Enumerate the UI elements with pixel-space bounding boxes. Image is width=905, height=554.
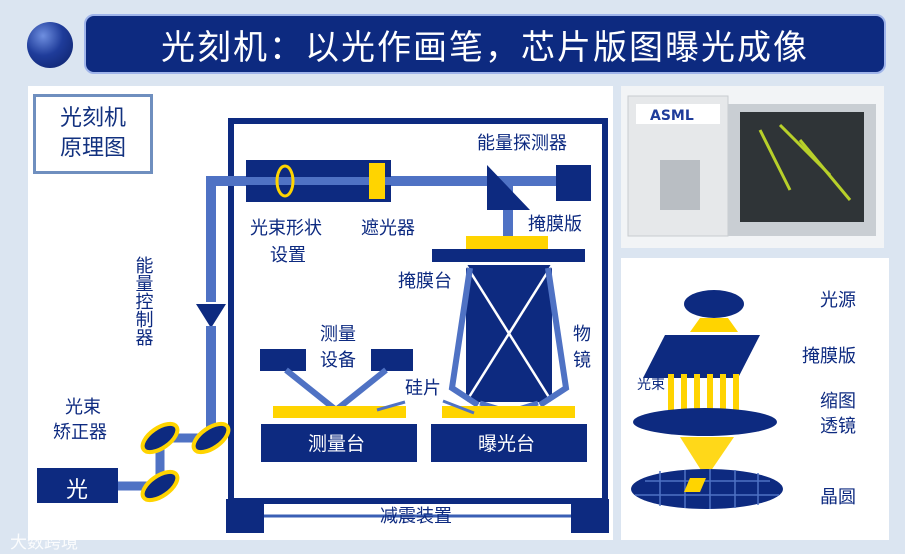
light-source-ellipse	[684, 290, 744, 318]
label-energy-controller: 能量控制器	[133, 256, 154, 346]
mirror-prism	[487, 165, 530, 210]
right-label-beam: 光束	[637, 377, 665, 393]
right-label-mask: 掩膜版	[802, 346, 856, 367]
wafer-exposure	[442, 406, 575, 418]
label-mask: 掩膜版	[528, 214, 582, 235]
lens-ring	[275, 164, 295, 198]
label-exposure-stage: 曝光台	[478, 433, 535, 455]
corrector-mirror-3	[140, 469, 180, 503]
foot-left	[226, 499, 264, 533]
beam-bars	[668, 374, 739, 426]
beam-path	[206, 176, 560, 302]
label-beam-corrector-2: 矫正器	[53, 422, 107, 443]
label-beam-corrector-1: 光束	[65, 397, 101, 418]
measure-sensor-right	[371, 349, 413, 371]
label-vibration-damper: 减震装置	[380, 506, 452, 527]
label-measure-2: 设备	[320, 350, 356, 371]
principle-label-line2: 原理图	[59, 136, 126, 161]
die-highlight	[684, 478, 706, 492]
title-banner: 光刻机：以光作画笔，芯片版图曝光成像	[84, 14, 886, 74]
right-label-light-source: 光源	[820, 290, 856, 311]
right-label-wafer: 晶圆	[820, 487, 856, 508]
label-objective-2: 镜	[573, 350, 591, 371]
reduction-lens	[633, 408, 777, 436]
exposure-stage	[431, 424, 587, 462]
label-shutter: 遮光器	[361, 218, 415, 239]
right-label-lens-1: 缩图	[820, 391, 856, 412]
measure-sensor-left	[260, 349, 306, 371]
principle-label-box: 光刻机 原理图	[33, 94, 153, 174]
photo-brand: ASML	[650, 108, 694, 124]
corrector-mirror-1	[140, 421, 180, 455]
foot-right	[571, 499, 609, 533]
mask-stage-bar	[432, 249, 585, 262]
beam-arrow	[196, 304, 226, 328]
energy-detector-box	[556, 165, 591, 201]
label-beam-shaping-1: 光束形状	[250, 218, 322, 239]
wafer-measure	[273, 406, 406, 418]
page-title: 光刻机：以光作画笔，芯片版图曝光成像	[161, 27, 809, 68]
right-label-lens-2: 透镜	[820, 416, 856, 437]
label-objective-1: 物	[573, 324, 591, 345]
mask-plate	[466, 236, 548, 250]
label-mask-stage: 掩膜台	[398, 271, 452, 292]
machine-frame	[228, 118, 608, 504]
mask-parallelogram	[643, 335, 760, 378]
focus-cone	[680, 437, 734, 478]
light-source-box	[37, 468, 118, 503]
light-rays	[690, 318, 738, 332]
label-light: 光	[66, 478, 88, 503]
label-beam-shaping-2: 设置	[270, 245, 306, 266]
shutter-block	[369, 163, 385, 199]
principle-label-line1: 光刻机	[59, 106, 126, 131]
watermark: 大数跨境	[10, 533, 78, 553]
corrector-mirror-2	[191, 421, 231, 455]
wafer-ellipse	[631, 469, 783, 509]
label-energy-detector: 能量探测器	[477, 133, 567, 154]
label-measure-stage: 测量台	[308, 433, 365, 455]
label-measure-1: 测量	[320, 324, 356, 345]
measure-stage	[261, 424, 417, 462]
title-bullet-icon	[27, 22, 73, 68]
label-wafer: 硅片	[405, 378, 441, 399]
